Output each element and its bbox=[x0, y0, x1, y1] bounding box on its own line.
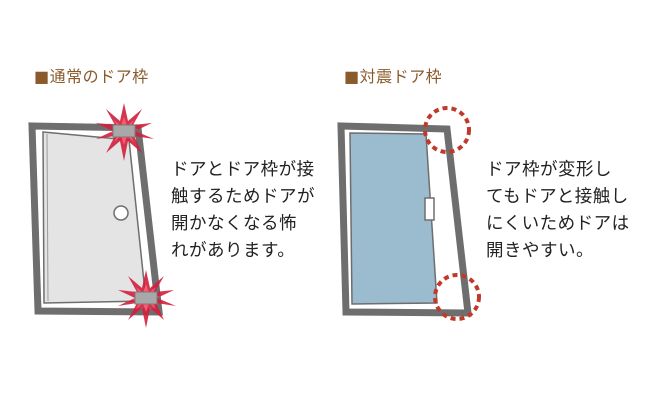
seismic-frame-description: ドア枠が変形し てもドアと接触し にくいためドアは 開きやすい。 bbox=[486, 157, 630, 265]
desc-line: 開きやすい。 bbox=[486, 241, 594, 261]
seismic-door-leaf bbox=[349, 132, 438, 305]
desc-line: れがあります。 bbox=[171, 241, 296, 261]
normal-door-illustration bbox=[28, 103, 176, 328]
desc-line: ドア枠が変形し bbox=[486, 160, 612, 180]
impact-burst-top-icon bbox=[96, 103, 154, 161]
door-knob bbox=[113, 205, 129, 221]
desc-line: 触するためドアが bbox=[171, 187, 315, 207]
normal-frame-description: ドアとドア枠が接 触するためドアが 開かなくなる怖 れがあります。 bbox=[171, 157, 315, 265]
desc-line: 開かなくなる怖 bbox=[171, 214, 297, 234]
clearance-circle-bottom bbox=[433, 273, 481, 321]
seismic-frame-heading: ■対震ドア枠 bbox=[344, 67, 443, 86]
clearance-circle-top bbox=[423, 106, 471, 154]
impact-burst-bottom-icon bbox=[118, 270, 176, 328]
door-handle bbox=[424, 197, 435, 221]
seismic-door-illustration bbox=[337, 106, 481, 321]
desc-line: にくいためドアは bbox=[486, 214, 630, 234]
normal-door-leaf bbox=[42, 131, 147, 304]
desc-line: てもドアと接触し bbox=[486, 187, 629, 207]
normal-frame-heading: ■通常のドア枠 bbox=[34, 67, 149, 86]
desc-line: ドアとドア枠が接 bbox=[171, 160, 315, 180]
